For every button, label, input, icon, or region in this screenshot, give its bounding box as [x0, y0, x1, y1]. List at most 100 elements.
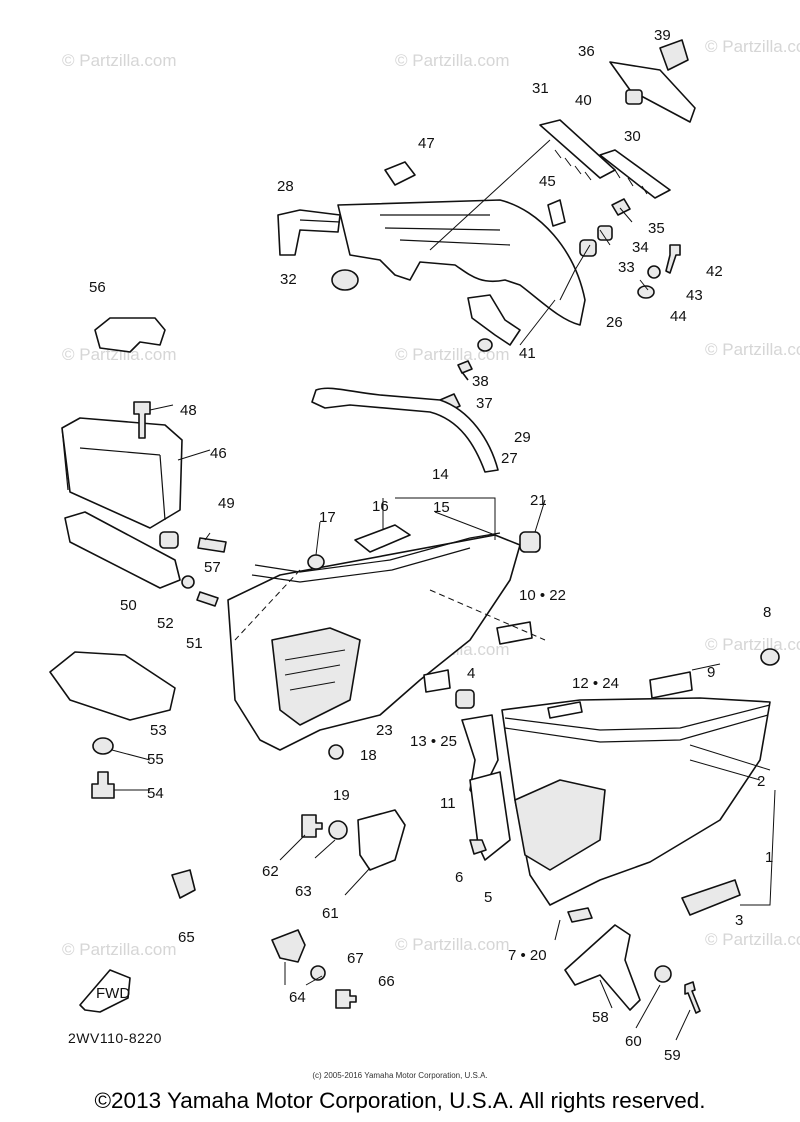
nut-55 — [92, 737, 114, 755]
callout-1: 1 — [765, 849, 773, 866]
emblem-9 — [649, 671, 693, 699]
callout-15: 15 — [433, 499, 450, 516]
small-copyright: (c) 2005-2016 Yamaha Motor Corporation, … — [312, 1071, 488, 1080]
lower-parts: FWD — [79, 809, 406, 1013]
grommet-40 — [625, 89, 643, 105]
watermark: © Partzilla.com — [395, 935, 510, 954]
watermark: © Partzilla.com — [705, 635, 800, 654]
callout-33: 33 — [618, 259, 635, 276]
vent-panel — [514, 779, 606, 871]
upper-assembly — [277, 39, 696, 473]
damper-4 — [455, 689, 475, 709]
bolt-59 — [684, 981, 701, 1014]
watermark: © Partzilla.com — [705, 930, 800, 949]
callout-63: 63 — [295, 883, 312, 900]
bracket-41 — [467, 294, 521, 346]
callout-7-20: 7 • 20 — [508, 947, 547, 964]
callout-48: 48 — [180, 402, 197, 419]
bolt-49 — [197, 537, 227, 553]
cover-26 — [337, 199, 586, 326]
callout-30: 30 — [624, 128, 641, 145]
nut-52 — [181, 575, 195, 589]
bolt-51 — [196, 591, 219, 607]
callout-6: 6 — [455, 869, 463, 886]
side-cover-left — [227, 524, 541, 760]
grab-bar-27 — [311, 387, 499, 473]
bolt-62 — [301, 814, 323, 838]
callout-29: 29 — [514, 429, 531, 446]
air-cleaner-18 — [271, 627, 361, 726]
washer-63 — [328, 820, 348, 840]
callout-45: 45 — [539, 173, 556, 190]
callout-16: 16 — [372, 498, 389, 515]
watermark: © Partzilla.com — [62, 345, 177, 364]
callout-31: 31 — [532, 80, 549, 97]
watermark: © Partzilla.com — [395, 51, 510, 70]
callout-9: 9 — [707, 664, 715, 681]
diagram-code: 2WV110-8220 — [68, 1030, 162, 1046]
lamp-39 — [659, 39, 689, 71]
callout-10-22: 10 • 22 — [519, 587, 566, 604]
watermark: © Partzilla.com — [395, 345, 510, 364]
emblem-13 — [423, 669, 451, 693]
callout-12-24: 12 • 24 — [572, 675, 619, 692]
fwd-arrow — [79, 969, 131, 1013]
callout-8: 8 — [763, 604, 771, 621]
callout-37: 37 — [476, 395, 493, 412]
emblem-3 — [681, 879, 741, 916]
callout-11: 11 — [440, 795, 456, 812]
nut-43 — [647, 265, 661, 279]
emblem-16 — [354, 524, 411, 553]
collar-38 — [477, 338, 493, 352]
callout-61: 61 — [322, 905, 339, 922]
cover-61 — [357, 809, 406, 871]
grommet-32 — [331, 269, 359, 291]
footer-copyright: ©2013 Yamaha Motor Corporation, U.S.A. A… — [94, 1088, 706, 1113]
bracket-64 — [271, 929, 306, 963]
callout-62: 62 — [262, 863, 279, 880]
callout-13-25: 13 • 25 — [410, 733, 457, 750]
callout-40: 40 — [575, 92, 592, 109]
callout-26: 26 — [606, 314, 623, 331]
callout-18: 18 — [360, 747, 377, 764]
bracket-53 — [49, 651, 176, 721]
washer-60 — [654, 965, 672, 983]
leader-lines — [111, 404, 776, 1041]
clip-47 — [384, 161, 416, 186]
bracket-50 — [64, 511, 181, 589]
watermark: © Partzilla.com — [62, 51, 177, 70]
washer-44 — [637, 285, 655, 299]
grommet-8 — [760, 648, 780, 666]
callout-53: 53 — [150, 722, 167, 739]
callout-59: 59 — [664, 1047, 681, 1064]
bolt-48 — [133, 401, 151, 439]
callout-65: 65 — [178, 929, 195, 946]
callout-labels: 39 36 40 31 30 47 28 45 35 34 33 42 43 4… — [89, 27, 773, 1064]
callout-57: 57 — [204, 559, 221, 576]
bracket-56 — [94, 317, 166, 353]
watermark: © Partzilla.com — [62, 940, 177, 959]
callout-49: 49 — [218, 495, 235, 512]
bracket-28 — [277, 209, 341, 256]
callout-46: 46 — [210, 445, 227, 462]
callout-17: 17 — [319, 509, 336, 526]
callout-14: 14 — [432, 466, 449, 483]
grommet-17 — [307, 554, 325, 570]
screw-6 — [469, 839, 487, 855]
callout-42: 42 — [706, 263, 723, 280]
callout-44: 44 — [670, 308, 687, 325]
callout-67: 67 — [347, 950, 364, 967]
collar-34 — [597, 225, 613, 241]
clip-45 — [547, 199, 566, 227]
callout-3: 3 — [735, 912, 743, 929]
bracket-58 — [564, 924, 641, 1011]
callout-5: 5 — [484, 889, 492, 906]
callout-50: 50 — [120, 597, 137, 614]
fwd-label: FWD — [96, 985, 130, 1002]
damper-21 — [519, 531, 541, 553]
left-assembly — [49, 317, 227, 799]
callout-39: 39 — [654, 27, 671, 44]
callout-35: 35 — [648, 220, 665, 237]
clip-65 — [171, 869, 196, 899]
